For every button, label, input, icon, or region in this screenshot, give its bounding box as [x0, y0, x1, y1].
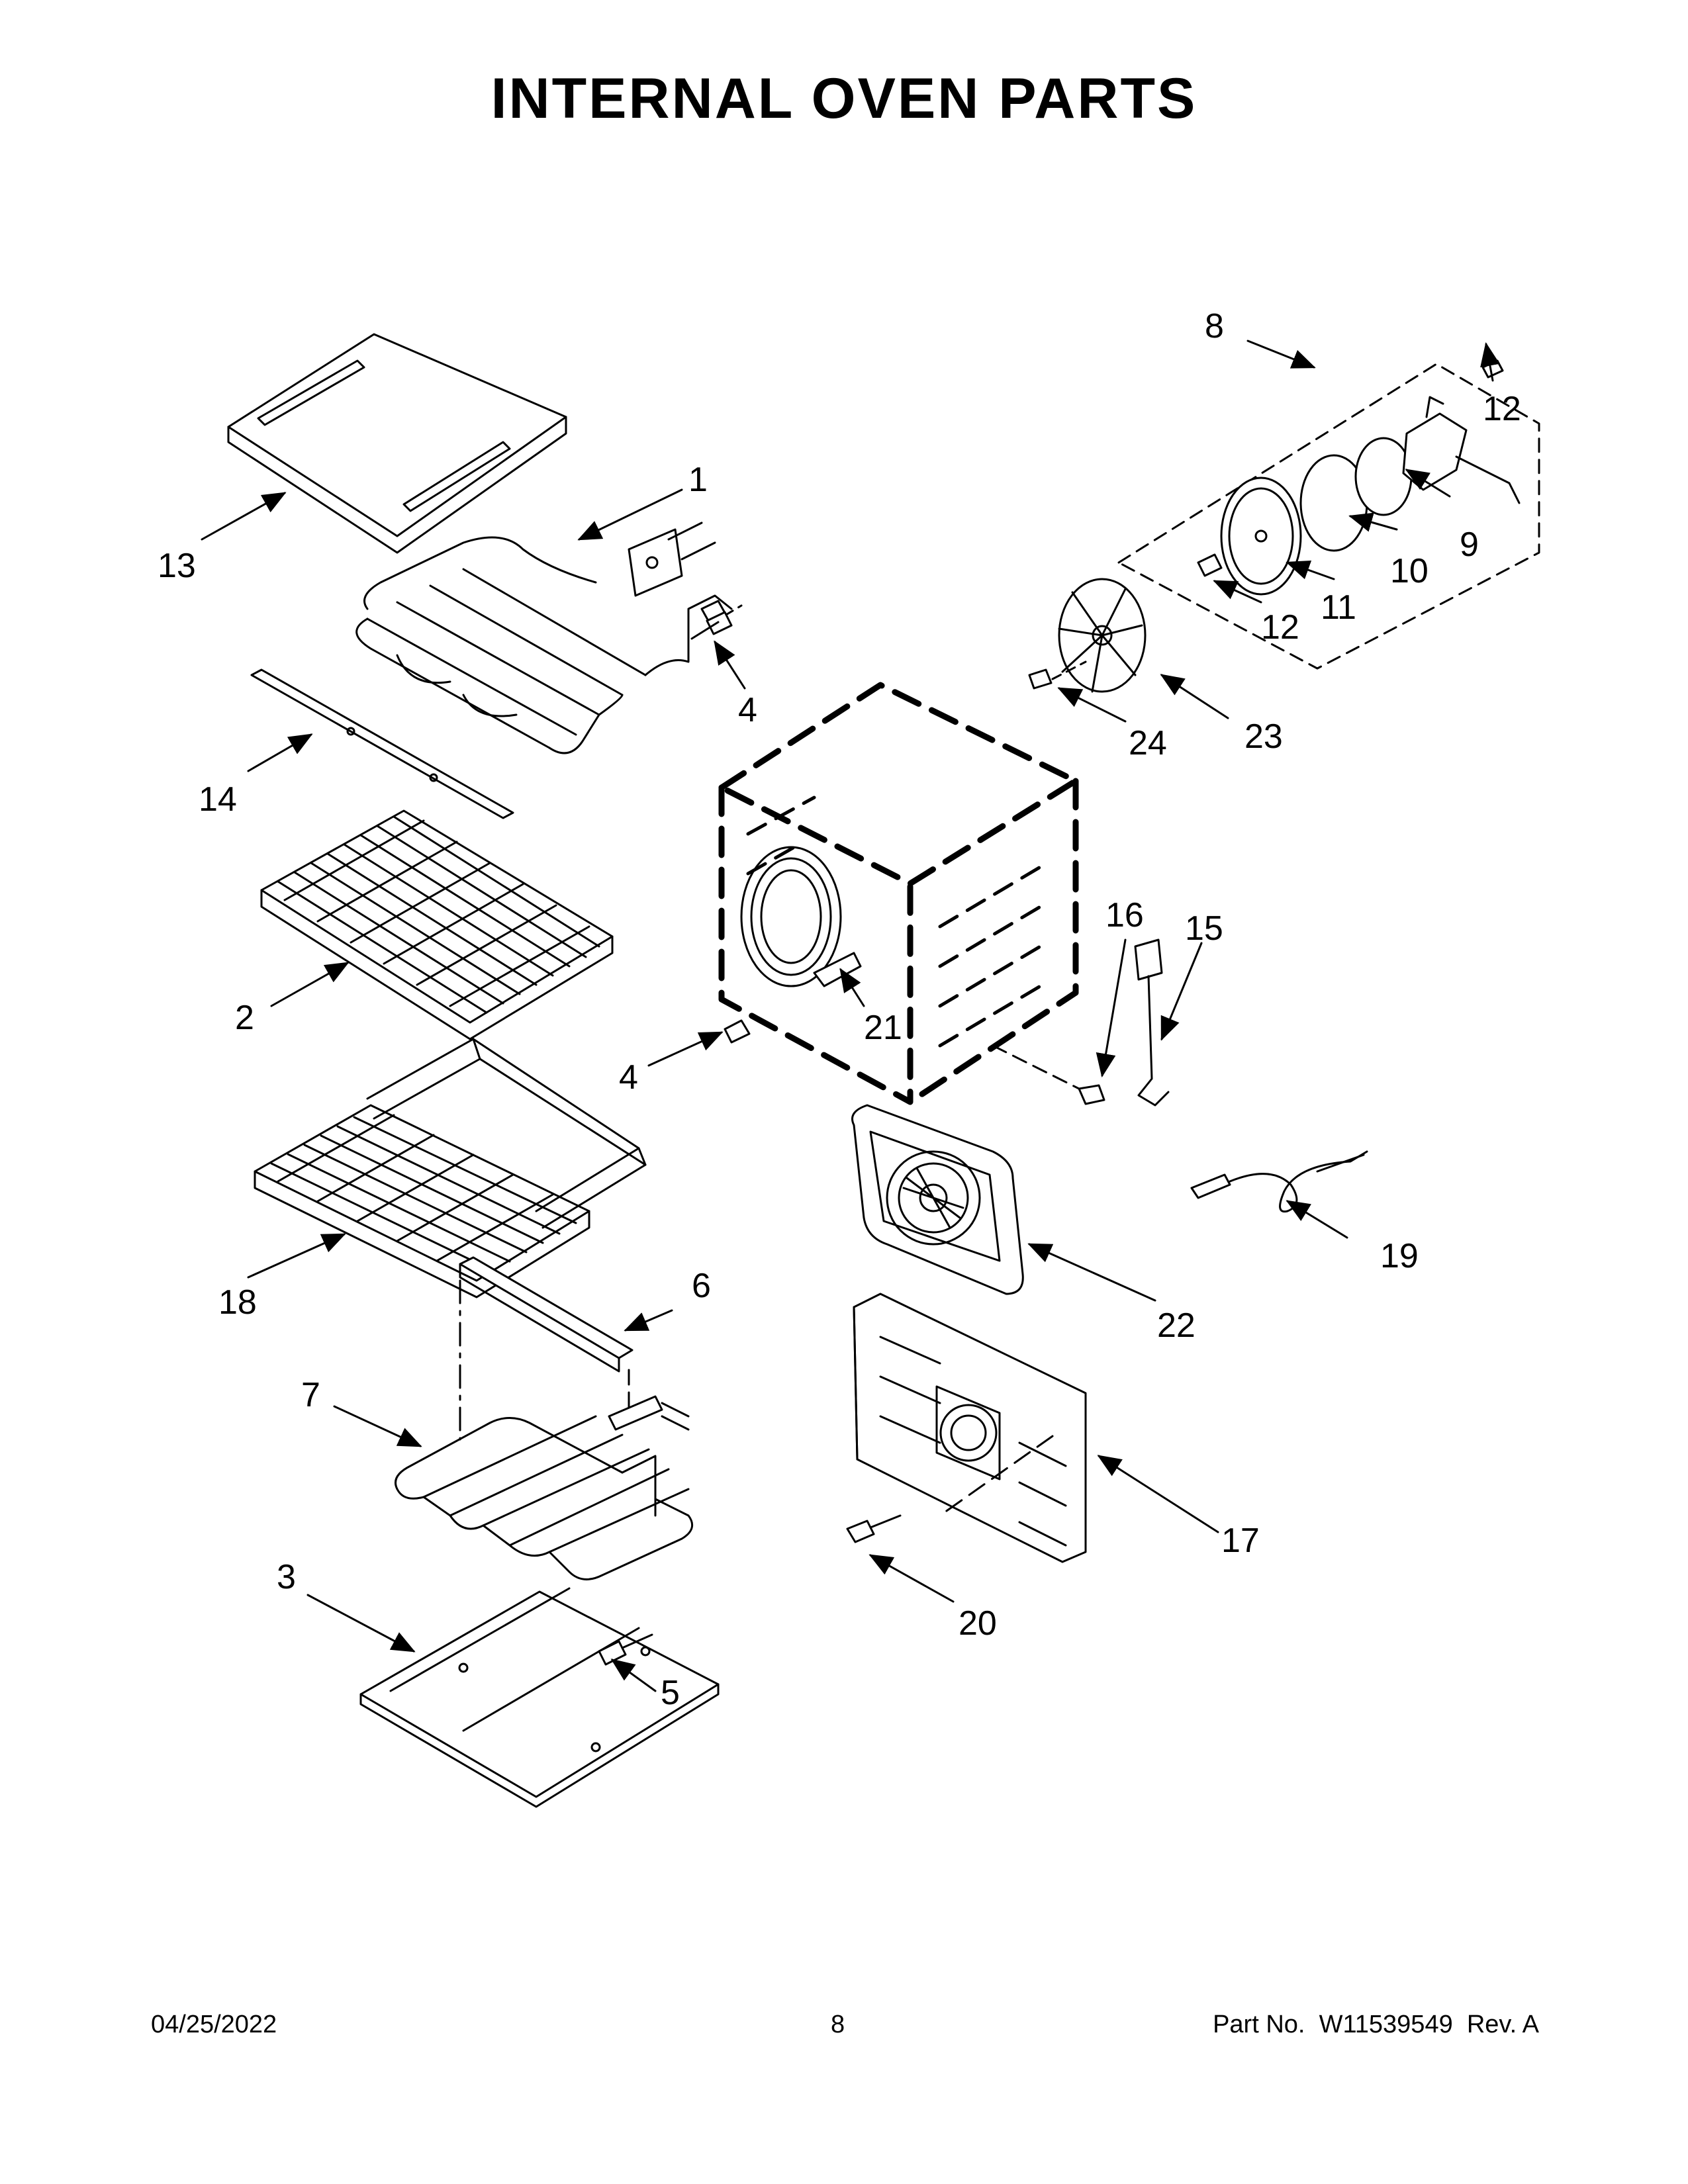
callout-11: 11: [1321, 588, 1356, 627]
screw-part: [1481, 359, 1504, 379]
callout-12-lower: 12: [1261, 608, 1299, 647]
callout-14: 14: [199, 780, 237, 819]
screw-part: [690, 611, 733, 640]
screw-part: [598, 1633, 653, 1666]
callout-24: 24: [1129, 724, 1167, 762]
top-panel-part: [227, 333, 567, 554]
callout-16: 16: [1105, 896, 1144, 934]
callout-5: 5: [661, 1674, 680, 1712]
oven-rack-part: [260, 809, 614, 1040]
bottom-panel-part: [359, 1587, 720, 1808]
rev-value: A: [1522, 2011, 1539, 2038]
callout-15: 15: [1185, 909, 1223, 948]
footer-page-number: 8: [831, 2011, 845, 2038]
callout-10: 10: [1390, 552, 1429, 590]
rack-support-part: [250, 668, 514, 819]
gasket-part: [1354, 437, 1413, 516]
callout-8: 8: [1205, 307, 1224, 345]
page-title: INTERNAL OVEN PARTS: [491, 67, 1197, 130]
temperature-sensor-part: [1134, 938, 1170, 1107]
screw-part: [724, 1019, 751, 1044]
part-number: W11539549: [1319, 2011, 1453, 2038]
callout-7: 7: [301, 1376, 320, 1414]
callout-12-upper: 12: [1483, 390, 1521, 428]
nut-part: [992, 1044, 1105, 1105]
bake-shield-part: [459, 1256, 633, 1373]
fan-cover-part: [851, 1104, 1024, 1295]
convection-motor-assembly-box: [1117, 363, 1540, 670]
leader-arrows: [201, 340, 1500, 1692]
sliding-rack-part: [254, 1038, 647, 1298]
fan-mount-plate-part: [853, 1293, 1087, 1563]
callout-4: 4: [738, 691, 757, 729]
callout-1: 1: [688, 461, 708, 499]
footer-part-number: Part No. W11539549 Rev. A: [1213, 2011, 1539, 2039]
rev-label: Rev.: [1466, 2011, 1517, 2038]
broil-element-part: [355, 522, 743, 754]
callout-18: 18: [218, 1283, 257, 1322]
callout-17: 17: [1221, 1522, 1260, 1560]
screw-part: [1197, 553, 1223, 577]
convection-element-part: [740, 846, 862, 987]
callout-9: 9: [1460, 525, 1479, 564]
oven-cavity-part: [718, 682, 1079, 1105]
footer-date: 04/25/2022: [151, 2011, 277, 2038]
callout-20: 20: [959, 1604, 997, 1643]
callout-3: 3: [277, 1558, 296, 1596]
screw-part: [846, 1514, 902, 1543]
bake-element-part: [395, 1395, 694, 1580]
fan-blade-part: [1058, 578, 1147, 693]
callout-19: 19: [1380, 1237, 1419, 1275]
part-label: Part No.: [1213, 2011, 1305, 2038]
callout-21: 21: [864, 1009, 902, 1047]
callout-4-lower: 4: [619, 1058, 638, 1097]
callout-13: 13: [158, 547, 196, 585]
callout-23: 23: [1244, 717, 1283, 756]
callout-2: 2: [235, 999, 254, 1037]
callout-22: 22: [1157, 1306, 1196, 1345]
meat-probe-part: [1190, 1150, 1368, 1213]
callout-6: 6: [692, 1267, 711, 1305]
nut-part: [1028, 660, 1087, 690]
motor-mount-plate-part: [1220, 477, 1302, 596]
